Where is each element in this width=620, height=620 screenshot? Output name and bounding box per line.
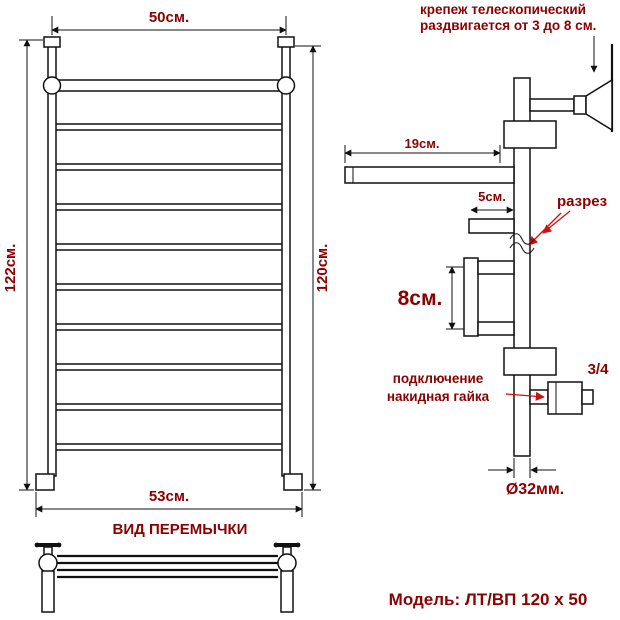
shelf-bar: 19см. (344, 136, 515, 184)
dim-bracket-label: 5см. (478, 189, 506, 204)
left-post (47, 43, 57, 477)
small-bracket: 5см. (468, 189, 515, 234)
dimension-bottom: 53см. (35, 488, 303, 517)
left-post-cap (43, 36, 61, 48)
dim-gap-label: 8см. (398, 287, 443, 310)
front-view: 50см. 122см. 120см. 53см. (2, 9, 331, 517)
union-nut (547, 381, 583, 415)
dimension-top: 50см. (51, 9, 287, 35)
upper-mount-block (503, 120, 557, 149)
right-wall-bracket (283, 473, 303, 491)
crossbar-view: ВИД ПЕРЕМЫЧКИ (34, 521, 301, 613)
union-nut-connection: 3/4 подключение накидная гайка (387, 361, 610, 415)
dim-width-bottom-label: 53см. (149, 488, 189, 505)
lower-mount-block (503, 347, 557, 376)
dim-height-left-label: 122см. (2, 244, 19, 293)
c-bracket: 8см. (398, 257, 515, 337)
diameter-label: Ø32мм. (506, 481, 564, 498)
left-wall-bracket (35, 473, 55, 491)
dim-width-top-label: 50см. (149, 9, 189, 26)
right-post (281, 43, 291, 477)
left-fitting (42, 76, 62, 95)
connection-label-line2: накидная гайка (387, 389, 490, 404)
right-post-cap (277, 36, 295, 48)
right-fitting (276, 76, 296, 95)
top-crossbar (51, 79, 287, 92)
wall-flange (585, 78, 613, 132)
dimension-right: 120см. (295, 45, 331, 491)
side-view: крепеж телескопический раздвигается от 3… (344, 2, 614, 498)
section-cut: разрез (509, 193, 607, 254)
rungs (51, 123, 287, 451)
cut-mark-bottom (509, 242, 535, 254)
fastener-note-line2: раздвигается от 3 до 8 см. (420, 18, 596, 33)
crossbar-right-fitting (273, 542, 301, 613)
dim-shelf-label: 19см. (405, 136, 440, 151)
cut-mark-top (509, 233, 535, 245)
diameter-dimension: Ø32мм. (488, 458, 564, 498)
section-label: разрез (557, 193, 607, 210)
fastener-note-line1: крепеж телескопический (420, 2, 586, 17)
telescopic-fastener: крепеж телескопический раздвигается от 3… (420, 2, 614, 132)
model-label: Модель: ЛТ/ВП 120 х 50 (389, 590, 588, 609)
thread-size-label: 3/4 (588, 361, 610, 378)
crossbar-left-fitting (34, 542, 62, 613)
crossbar-view-label: ВИД ПЕРЕМЫЧКИ (113, 521, 248, 538)
dim-height-right-label: 120см. (314, 244, 331, 293)
crossbar-bars (57, 554, 278, 579)
connection-label-line1: подключение (393, 371, 484, 386)
dimension-left: 122см. (2, 39, 43, 491)
